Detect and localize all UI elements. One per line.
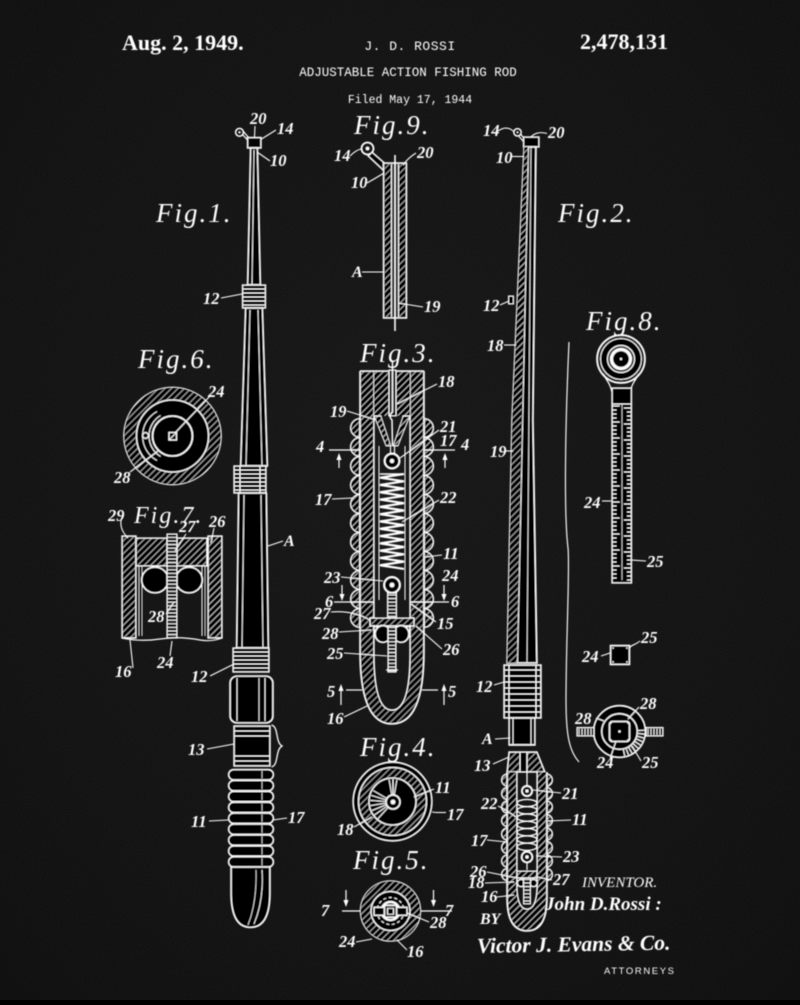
svg-text:J. D. ROSSI: J. D. ROSSI [364, 39, 455, 54]
svg-text:John D.Rossi :: John D.Rossi : [544, 894, 662, 915]
svg-text:Fig.2.: Fig.2. [557, 198, 635, 228]
svg-text:20: 20 [249, 109, 267, 128]
svg-text:Fig.5.: Fig.5. [352, 845, 430, 875]
svg-text:22: 22 [439, 488, 457, 507]
svg-text:A: A [481, 731, 493, 748]
svg-text:Victor J. Evans & Co.: Victor J. Evans & Co. [477, 931, 671, 958]
svg-text:28: 28 [113, 468, 131, 487]
svg-text:14: 14 [483, 121, 500, 140]
svg-text:6: 6 [451, 592, 460, 611]
svg-text:A: A [351, 264, 363, 281]
svg-text:24: 24 [583, 493, 601, 512]
svg-text:28: 28 [639, 694, 657, 713]
svg-text:INVENTOR.: INVENTOR. [581, 875, 657, 891]
svg-text:17: 17 [447, 805, 464, 824]
svg-text:13: 13 [474, 756, 491, 775]
svg-text:18: 18 [438, 372, 455, 391]
svg-text:25: 25 [640, 628, 658, 647]
svg-text:A: A [283, 533, 295, 550]
svg-text:15: 15 [437, 614, 454, 633]
svg-text:25: 25 [646, 552, 664, 571]
svg-text:28: 28 [147, 607, 165, 626]
svg-text:Filed May 17, 1944: Filed May 17, 1944 [348, 94, 472, 107]
svg-text:27: 27 [552, 870, 570, 889]
svg-text:12: 12 [483, 296, 500, 315]
svg-text:20: 20 [547, 123, 565, 142]
svg-text:19: 19 [490, 442, 507, 461]
svg-text:27: 27 [313, 604, 331, 623]
svg-text:5: 5 [448, 682, 456, 701]
svg-text:Fig.3.: Fig.3. [359, 338, 437, 368]
svg-text:24: 24 [156, 653, 174, 672]
svg-text:12: 12 [203, 289, 220, 308]
svg-text:29: 29 [107, 506, 125, 525]
svg-text:24: 24 [581, 647, 599, 666]
svg-text:5: 5 [327, 682, 335, 701]
svg-text:25: 25 [326, 644, 344, 663]
svg-text:Fig.8.: Fig.8. [585, 306, 663, 336]
svg-text:ADJUSTABLE ACTION FISHING ROD: ADJUSTABLE ACTION FISHING ROD [299, 66, 517, 80]
svg-text:27: 27 [178, 517, 196, 536]
svg-text:24: 24 [338, 932, 356, 951]
svg-text:24: 24 [207, 382, 225, 401]
svg-text:10: 10 [270, 151, 287, 170]
svg-text:26: 26 [208, 512, 226, 531]
svg-text:22: 22 [480, 794, 498, 813]
svg-text:24: 24 [441, 566, 459, 585]
svg-text:20: 20 [416, 143, 434, 162]
svg-text:21: 21 [561, 784, 579, 803]
svg-text:17: 17 [315, 490, 332, 509]
svg-text:23: 23 [562, 847, 580, 866]
svg-text:16: 16 [327, 709, 344, 728]
svg-text:28: 28 [321, 624, 339, 643]
svg-text:16: 16 [115, 662, 132, 681]
svg-text:28: 28 [429, 913, 447, 932]
svg-text:11: 11 [443, 544, 459, 563]
svg-text:ATTORNEYS: ATTORNEYS [604, 966, 676, 977]
svg-text:Fig.4.: Fig.4. [359, 732, 437, 762]
svg-text:17: 17 [288, 808, 305, 827]
svg-text:23: 23 [323, 568, 341, 587]
svg-text:4: 4 [315, 437, 324, 456]
svg-text:Fig.1.: Fig.1. [155, 198, 233, 228]
svg-text:18: 18 [487, 336, 504, 355]
svg-text:19: 19 [330, 402, 347, 421]
svg-text:26: 26 [442, 640, 460, 659]
svg-text:11: 11 [191, 812, 207, 831]
svg-text:10: 10 [351, 173, 368, 192]
svg-text:16: 16 [407, 942, 424, 961]
svg-text:11: 11 [572, 810, 588, 829]
svg-text:18: 18 [337, 820, 354, 839]
svg-text:Aug. 2, 1949.: Aug. 2, 1949. [122, 30, 244, 55]
svg-text:11: 11 [435, 778, 451, 797]
svg-text:7: 7 [321, 901, 330, 920]
svg-text:17: 17 [440, 431, 457, 450]
svg-text:12: 12 [191, 667, 208, 686]
svg-text:13: 13 [188, 740, 205, 759]
svg-text:17: 17 [471, 831, 488, 850]
svg-text:14: 14 [334, 146, 351, 165]
svg-text:28: 28 [574, 709, 592, 728]
svg-text:10: 10 [496, 148, 513, 167]
svg-text:2,478,131: 2,478,131 [580, 29, 668, 54]
svg-text:19: 19 [424, 297, 441, 316]
svg-text:14: 14 [277, 119, 294, 138]
svg-text:12: 12 [476, 677, 493, 696]
svg-text:25: 25 [641, 753, 659, 772]
svg-text:BY: BY [479, 911, 502, 928]
svg-text:Fig.6.: Fig.6. [137, 344, 215, 374]
svg-text:4: 4 [460, 435, 469, 454]
svg-text:16: 16 [481, 887, 498, 906]
svg-text:Fig.9.: Fig.9. [353, 110, 431, 140]
